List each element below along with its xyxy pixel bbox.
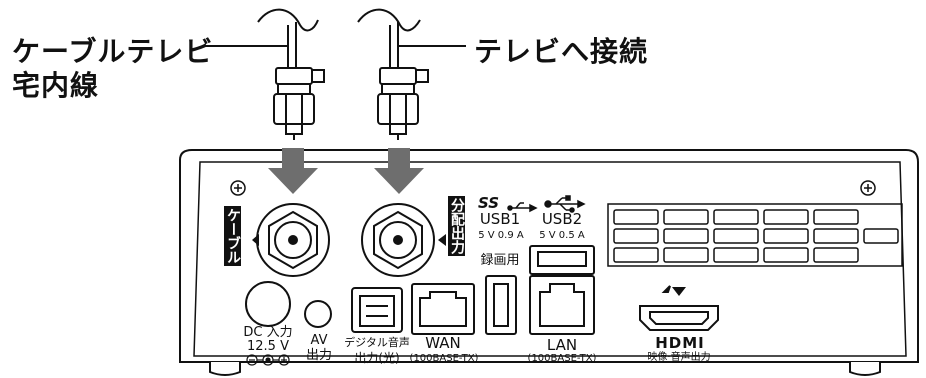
cable-wires bbox=[202, 8, 466, 68]
wan-label: WAN bbox=[425, 334, 461, 352]
hdmi-port bbox=[639, 285, 719, 331]
digital-audio-label-2: 出力(光) bbox=[354, 351, 400, 365]
optical-audio-port bbox=[351, 287, 403, 333]
usb1-label: USB1 bbox=[479, 210, 521, 228]
dc-jack bbox=[245, 281, 291, 327]
av-jack bbox=[304, 300, 332, 328]
usb1-usage-label: 録画用 bbox=[480, 253, 520, 268]
usb-symbol-icon bbox=[507, 195, 586, 213]
usb1-spec: 5 V 0.9 A bbox=[478, 230, 524, 241]
coax-port-split-out bbox=[361, 203, 435, 277]
dc-in-label: DC 入力 bbox=[243, 325, 293, 340]
hdmi-sub-label: 映像·音声出力 bbox=[647, 352, 711, 363]
cable-port-tag: ケーブル bbox=[224, 206, 241, 266]
dc-polarity-icon bbox=[246, 354, 290, 366]
superspeed-logo: SS bbox=[478, 194, 500, 212]
split-out-port-tag: 分配出力 bbox=[448, 196, 465, 256]
vent-grille bbox=[607, 203, 903, 267]
screw-icon bbox=[230, 180, 876, 196]
hdmi-logo: HDMI bbox=[655, 334, 705, 352]
insert-arrows bbox=[268, 148, 424, 194]
wan-sub-label: (100BASE-TX) bbox=[409, 353, 479, 364]
dc-voltage-label: 12.5 V bbox=[247, 339, 289, 354]
usb2-port bbox=[529, 245, 595, 275]
lan-label: LAN bbox=[546, 336, 578, 354]
connect-to-tv-label: テレビへ接続 bbox=[474, 35, 649, 68]
lan-port bbox=[529, 275, 595, 335]
usb2-label: USB2 bbox=[541, 210, 583, 228]
av-label: AV bbox=[310, 333, 328, 348]
lan-sub-label: (100BASE-TX) bbox=[527, 353, 597, 364]
coax-port-cable-in bbox=[256, 203, 330, 277]
cable-tv-label-line1: ケーブルテレビ bbox=[12, 35, 214, 68]
usb2-spec: 5 V 0.5 A bbox=[539, 230, 585, 241]
wan-port bbox=[411, 283, 475, 335]
cable-connector-right bbox=[377, 67, 429, 140]
av-out-label: 出力 bbox=[305, 348, 332, 363]
cable-connector-left bbox=[273, 67, 325, 140]
digital-audio-label: デジタル音声 bbox=[344, 336, 410, 349]
usb1-port bbox=[485, 275, 517, 335]
cable-tv-label-line2: 宅内線 bbox=[12, 69, 100, 102]
pointer-triangle-icon bbox=[252, 234, 446, 246]
